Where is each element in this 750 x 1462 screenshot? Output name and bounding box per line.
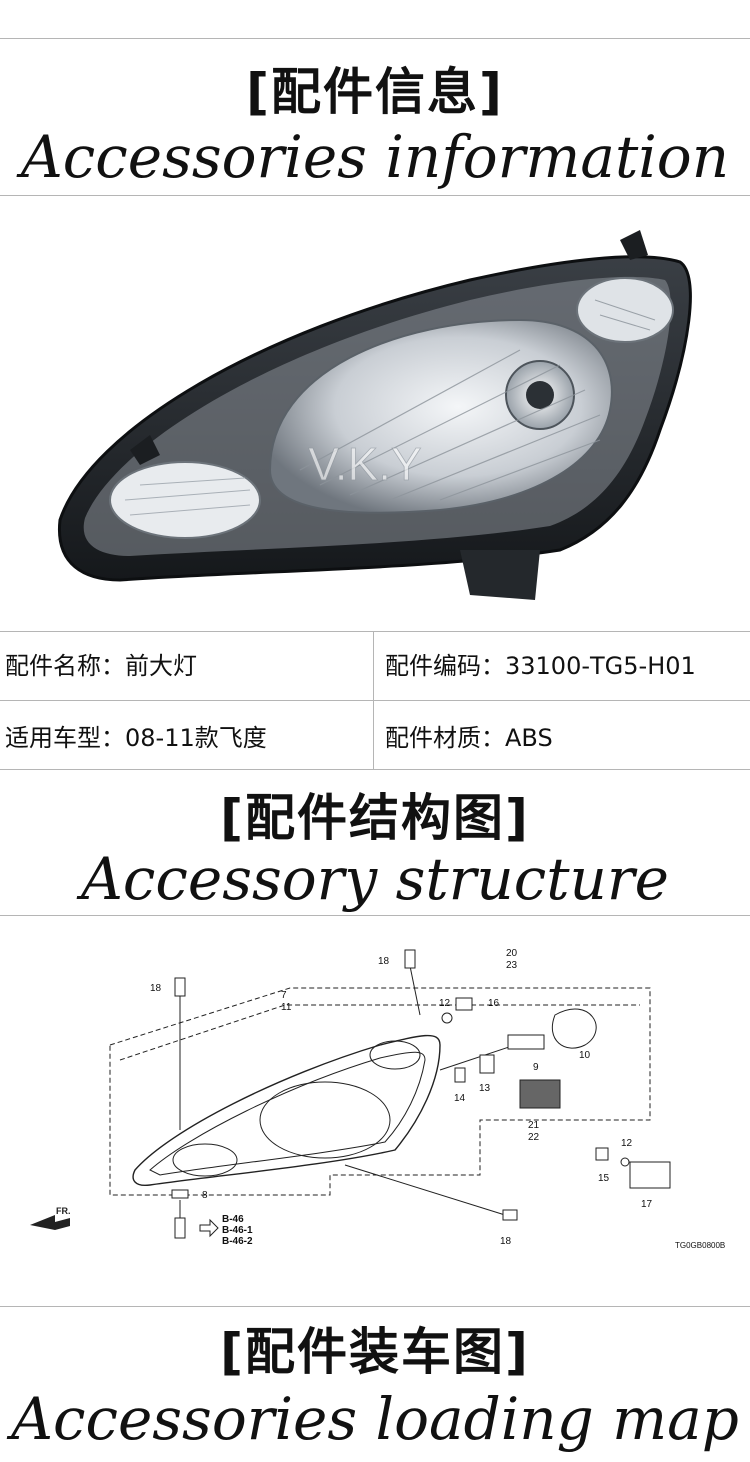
part-material: 配件材质：ABS bbox=[385, 724, 553, 752]
part-number: 18 bbox=[150, 983, 162, 994]
ref-label: B-46-1 bbox=[222, 1225, 253, 1236]
part-number: 11 bbox=[281, 1002, 292, 1013]
diagram-code: TG0GB0800B bbox=[675, 1241, 725, 1250]
table-bottom-line bbox=[0, 769, 750, 770]
part-name: 配件名称：前大灯 bbox=[5, 652, 197, 680]
part-number: 23 bbox=[506, 960, 518, 971]
part-number: 13 bbox=[479, 1083, 491, 1094]
part-number: 12 bbox=[621, 1138, 633, 1149]
info-header-divider bbox=[0, 195, 750, 196]
part-number: 18 bbox=[500, 1236, 512, 1247]
ref-label: B-46-2 bbox=[222, 1236, 253, 1247]
front-label: FR. bbox=[56, 1206, 71, 1216]
part-number: 15 bbox=[598, 1173, 610, 1184]
part-number: 18 bbox=[378, 956, 390, 967]
part-number: 20 bbox=[506, 948, 518, 959]
headlight-photo: V.K.Y bbox=[0, 200, 750, 628]
part-number: 22 bbox=[528, 1132, 540, 1143]
part-number: 12 bbox=[439, 998, 451, 1009]
loading-title-cn: [配件装车图] bbox=[220, 1323, 530, 1381]
part-number: 9 bbox=[533, 1062, 539, 1073]
info-table: 配件名称：前大灯 配件编码：33100-TG5-H01 适用车型：08-11款飞… bbox=[0, 631, 750, 770]
ref-arrow-icon bbox=[199, 1218, 219, 1238]
info-title-en: Accessories information bbox=[20, 123, 730, 191]
part-fit-model: 适用车型：08-11款飞度 bbox=[5, 724, 267, 752]
exploded-diagram: FR. 18 20 23 7 11 12 16 9 10 13 14 21 22… bbox=[30, 948, 725, 1250]
part-number: 8 bbox=[202, 1190, 208, 1201]
structure-title-en: Accessory structure bbox=[81, 845, 669, 913]
top-divider bbox=[0, 38, 750, 39]
part-code: 配件编码：33100-TG5-H01 bbox=[385, 652, 696, 680]
part-number: 21 bbox=[528, 1120, 540, 1131]
table-top-line bbox=[0, 631, 750, 632]
table-mid-line bbox=[0, 700, 750, 701]
info-title-cn: [配件信息] bbox=[246, 63, 504, 121]
structure-header-divider bbox=[0, 915, 750, 916]
front-arrow-icon bbox=[30, 1215, 70, 1230]
part-number: 10 bbox=[579, 1050, 591, 1061]
watermark-text: V.K.Y bbox=[308, 438, 421, 490]
part-number: 14 bbox=[454, 1093, 466, 1104]
ref-label: B-46 bbox=[222, 1214, 244, 1225]
part-number: 17 bbox=[641, 1199, 653, 1210]
structure-diagram: FR. 18 20 23 7 11 12 16 9 10 13 14 21 22… bbox=[0, 918, 750, 1303]
headlight-illustration: V.K.Y bbox=[57, 230, 692, 600]
loading-divider bbox=[0, 1306, 750, 1307]
part-number: 7 bbox=[281, 990, 287, 1001]
structure-title-cn: [配件结构图] bbox=[220, 789, 530, 847]
loading-title-en: Accessories loading map bbox=[11, 1385, 739, 1453]
part-number: 16 bbox=[488, 998, 500, 1009]
table-vertical-divider bbox=[373, 631, 374, 770]
